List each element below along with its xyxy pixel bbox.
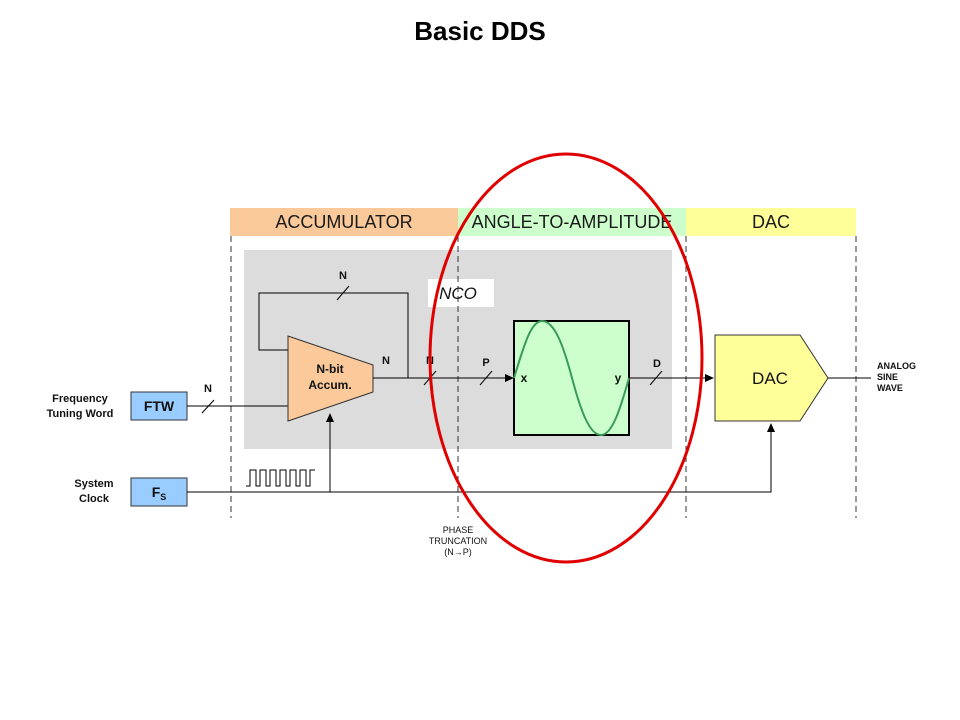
dac-block-label: DAC (752, 369, 788, 388)
feedback-bus-slash (336, 285, 350, 301)
dac-header-label: DAC (752, 212, 790, 232)
accumulator-block-label-line2: Accum. (308, 378, 351, 392)
ftw-box-label: FTW (144, 398, 175, 414)
ftw-bus-slash (201, 399, 215, 414)
accumulator-header-label: ACCUMULATOR (275, 212, 412, 232)
accumulator-block-label-line1: N-bit (316, 362, 343, 376)
phase-width-label: P (482, 357, 489, 369)
slide-title: Basic DDS (414, 16, 546, 46)
accumulator-output-width-label: N (382, 355, 390, 367)
frequency-tuning-word-label-line1: Frequency (52, 393, 109, 405)
feedback-bus-width-label: N (339, 270, 347, 282)
dac-in-bus-slash (649, 370, 663, 386)
system-clock-label-line1: System (74, 478, 113, 490)
clock-waveform-icon (246, 469, 315, 487)
clock-line (187, 423, 775, 493)
lut-output-label: y (615, 371, 622, 385)
ftw-bus-width-label: N (204, 383, 212, 395)
phase-truncation-label-line3: (N→P) (444, 547, 472, 557)
accumulator-header-band (230, 208, 458, 236)
angle-to-amplitude-header-label: ANGLE-TO-AMPLITUDE (472, 212, 673, 232)
output-label-line1: ANALOG (877, 361, 916, 371)
phase-truncation-label-line1: PHASE (443, 525, 474, 535)
highlight-ellipse (428, 152, 704, 564)
angle-to-amplitude-header-band (458, 208, 686, 236)
system-clock-label-line2: Clock (79, 493, 110, 505)
feedback-path (258, 292, 409, 378)
dac-in-width-label: D (653, 358, 661, 370)
sine-curve (513, 319, 630, 437)
phase-bus-slash (479, 370, 493, 386)
frequency-tuning-word-label-line2: Tuning Word (47, 408, 114, 420)
output-label-line3: WAVE (877, 383, 903, 393)
dac-block (714, 334, 829, 422)
fs-box (130, 477, 188, 507)
ftw-box (130, 391, 188, 421)
accumulator-block (287, 335, 374, 422)
fs-box-label: FS (152, 484, 167, 502)
lut-input-label: x (521, 371, 528, 385)
nco-label: NCO (439, 284, 477, 303)
phase-truncation-label-line2: TRUNCATION (429, 536, 487, 546)
output-label-line2: SINE (877, 372, 898, 382)
dac-header-band (686, 208, 856, 236)
